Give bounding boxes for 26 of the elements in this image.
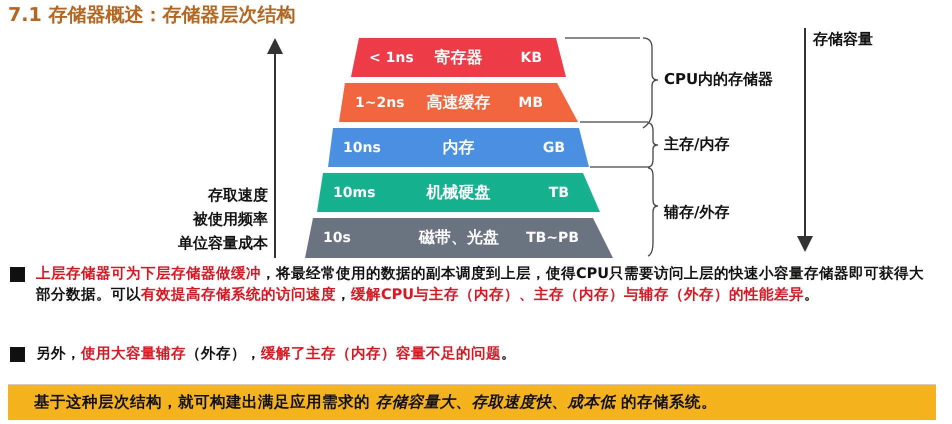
capacity: KB [520, 50, 542, 66]
axis-label: 存取速度 [208, 186, 268, 205]
bullet-paragraph: 另外，使用大容量辅存（外存），缓解了主存（内存）容量不足的问题。 [36, 344, 517, 364]
access-time: 10ns [343, 140, 381, 156]
axis-label: 被使用频率 [193, 210, 268, 229]
capacity: MB [518, 94, 543, 110]
bullet-paragraph: 上层存储器可为下层存储器做缓冲，将最经常使用的数据的副本调度到上层，使得CPU只需要访问上层的快速小容量存储器即可获得大部分数据。可以有效提高存储系统的访问速度，缓解CPU与主存（内存）、主存（内存）与辅存（外存）的性能差异。 [36, 264, 926, 305]
group-label: CPU内的存储器 [664, 70, 774, 89]
access-time: < 1ns [369, 50, 414, 66]
axis-label: 存储容量 [813, 30, 873, 49]
memory-name: 磁带、光盘 [419, 228, 499, 248]
capacity: TB [548, 184, 569, 200]
group-label: 辅存/外存 [664, 203, 730, 222]
access-time: 1~2ns [355, 94, 405, 110]
capacity: GB [542, 140, 565, 156]
memory-name: 寄存器 [434, 47, 482, 68]
axis-label: 单位容量成本 [178, 234, 268, 253]
capacity: TB~PB [526, 230, 579, 246]
memory-name: 机械硬盘 [426, 182, 490, 203]
group-label: 主存/内存 [664, 135, 730, 154]
banner-text: 基于这种层次结构，就可构建出满足应用需求的 存储容量大、存取速度快、成本低 的存储系统。 [8, 384, 936, 420]
access-time: 10ms [333, 184, 376, 200]
memory-name: 内存 [442, 137, 474, 158]
access-time: 10s [323, 230, 351, 246]
memory-name: 高速缓存 [426, 92, 490, 113]
title: 7.1 存储器概述：存储器层次结构 [8, 3, 296, 28]
